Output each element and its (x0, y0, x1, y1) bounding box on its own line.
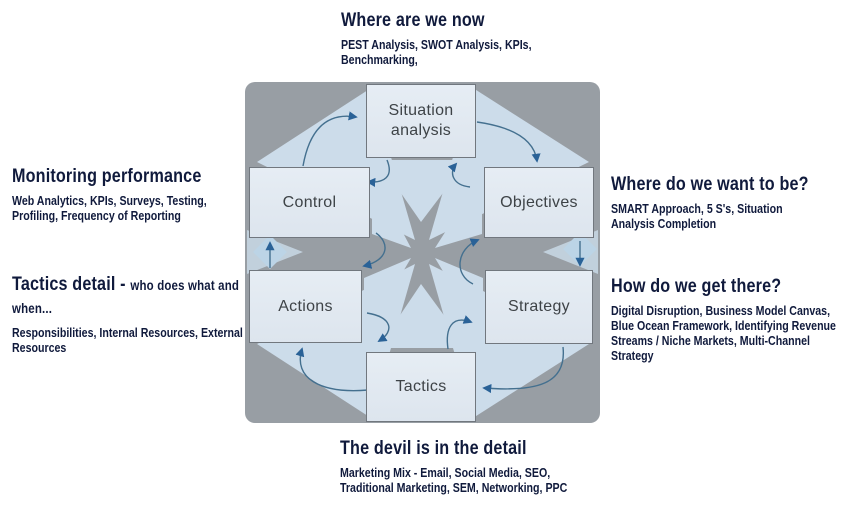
note-monitoring-performance: Monitoring performance Web Analytics, KP… (12, 166, 267, 224)
note-title: Where are we now (341, 10, 485, 31)
loop-objectives-back (447, 162, 471, 188)
note-title: How do we get there? (611, 276, 782, 297)
loop-control-back (362, 232, 386, 269)
stage-box-situation-analysis: Situation analysis (366, 84, 476, 158)
loop-situation-back (366, 159, 390, 187)
note-title: Tactics detail - who does what and when.… (12, 274, 240, 316)
note-title-suffix: who does what and when... (12, 278, 240, 316)
note-subtext: PEST Analysis, SWOT Analysis, KPIs, Benc… (341, 38, 532, 67)
note-subtext: Marketing Mix - Email, Social Media, SEO… (340, 466, 568, 495)
note-subtext: Web Analytics, KPIs, Surveys, Testing, P… (12, 194, 207, 223)
note-where-do-we-want-to-be: Where do we want to be? SMART Approach, … (611, 174, 853, 232)
note-title: Monitoring performance (12, 166, 202, 187)
arrow-control-to-situation (302, 111, 358, 167)
stage-box-control: Control (249, 167, 370, 238)
note-subtext: Digital Disruption, Business Model Canva… (611, 304, 836, 363)
note-devil-in-the-detail: The devil is in the detail Marketing Mix… (340, 438, 595, 496)
note-where-are-we-now: Where are we now PEST Analysis, SWOT Ana… (341, 10, 596, 68)
note-subtext: Responsibilities, Internal Resources, Ex… (12, 326, 243, 355)
stage-box-strategy: Strategy (485, 270, 593, 344)
stage-box-objectives: Objectives (484, 167, 594, 238)
loop-tactics-forward (446, 315, 473, 350)
loop-strategy-back (459, 238, 480, 285)
stage-box-tactics: Tactics (366, 352, 476, 422)
note-tactics-detail: Tactics detail - who does what and when.… (12, 274, 260, 356)
note-how-do-we-get-there: How do we get there? Digital Disruption,… (611, 276, 853, 364)
note-title: Where do we want to be? (611, 174, 809, 195)
note-subtext: SMART Approach, 5 S's, Situation Analysi… (611, 202, 783, 231)
stage-box-actions: Actions (249, 270, 362, 343)
note-title: The devil is in the detail (340, 438, 527, 459)
loop-actions-forward (366, 312, 390, 342)
arrow-situation-to-objectives (476, 121, 541, 163)
arrow-tactics-to-actions (295, 347, 369, 392)
sostac-cycle: Situation analysis Control Objectives Ac… (245, 82, 600, 423)
arrow-strategy-to-tactics (482, 346, 564, 394)
